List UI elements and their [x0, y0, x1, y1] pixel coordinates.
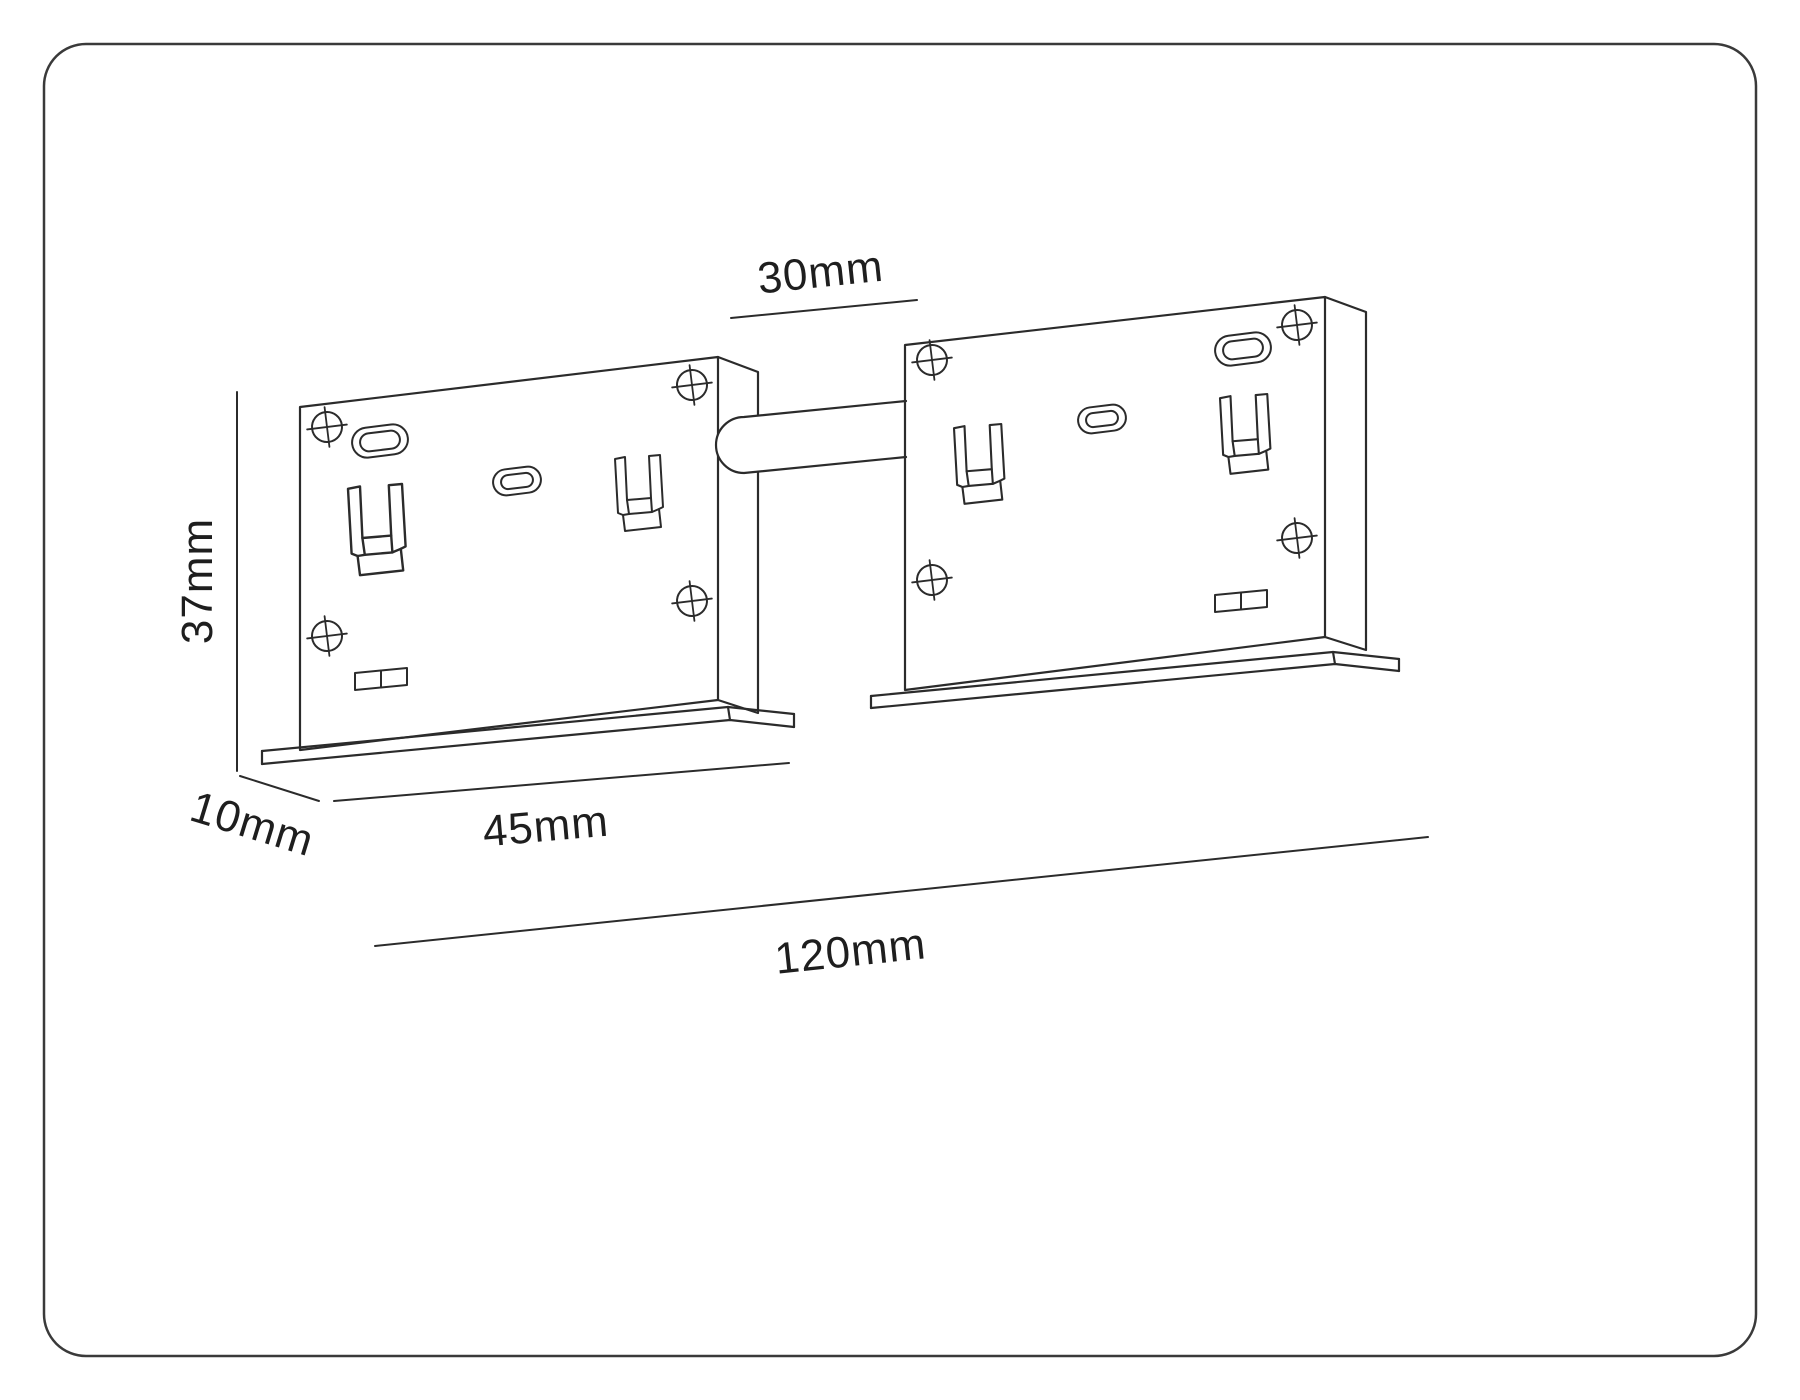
left-plate-side-face	[716, 355, 760, 715]
screw-hole-icon	[303, 612, 351, 660]
left-plate-base-flange	[260, 705, 796, 766]
oval-slot-icon	[490, 464, 544, 498]
screw-hole-icon	[668, 577, 716, 625]
clip-hook-icon	[614, 454, 664, 532]
screw-hole-icon	[908, 556, 956, 604]
dimension-line-plate-width	[333, 762, 790, 802]
right-plate-front-face	[903, 295, 1327, 692]
right-plate	[869, 295, 1401, 710]
dimension-line-depth	[239, 775, 320, 802]
oval-slot-icon	[1212, 329, 1274, 369]
clip-hook-icon	[1218, 392, 1272, 475]
connecting-rod	[714, 399, 908, 475]
dimension-label-rod-spacing: 30mm	[755, 242, 886, 304]
dimension-line-rod-spacing	[730, 299, 918, 319]
left-plate	[260, 355, 796, 766]
left-plate-front-face	[298, 355, 720, 752]
right-plate-side-face	[1323, 295, 1368, 652]
clip-hook-icon	[346, 482, 407, 577]
page-border	[42, 42, 1758, 1358]
screw-hole-icon	[1273, 301, 1321, 349]
dimension-line-overall-length	[374, 836, 1429, 947]
latch-window-icon	[354, 667, 408, 691]
screw-hole-icon	[303, 403, 351, 451]
oval-slot-icon	[1075, 402, 1129, 436]
oval-slot-icon	[349, 421, 411, 461]
latch-window-icon	[1214, 589, 1268, 613]
right-plate-base-flange	[869, 650, 1401, 710]
dimension-label-overall-length: 120mm	[772, 919, 928, 984]
dimension-label-plate-width: 45mm	[481, 797, 611, 857]
dimension-lines	[236, 299, 1429, 947]
screw-hole-icon	[1273, 514, 1321, 562]
screw-hole-icon	[668, 361, 716, 409]
clip-hook-icon	[952, 422, 1006, 505]
dimension-label-height: 37mm	[173, 518, 222, 644]
